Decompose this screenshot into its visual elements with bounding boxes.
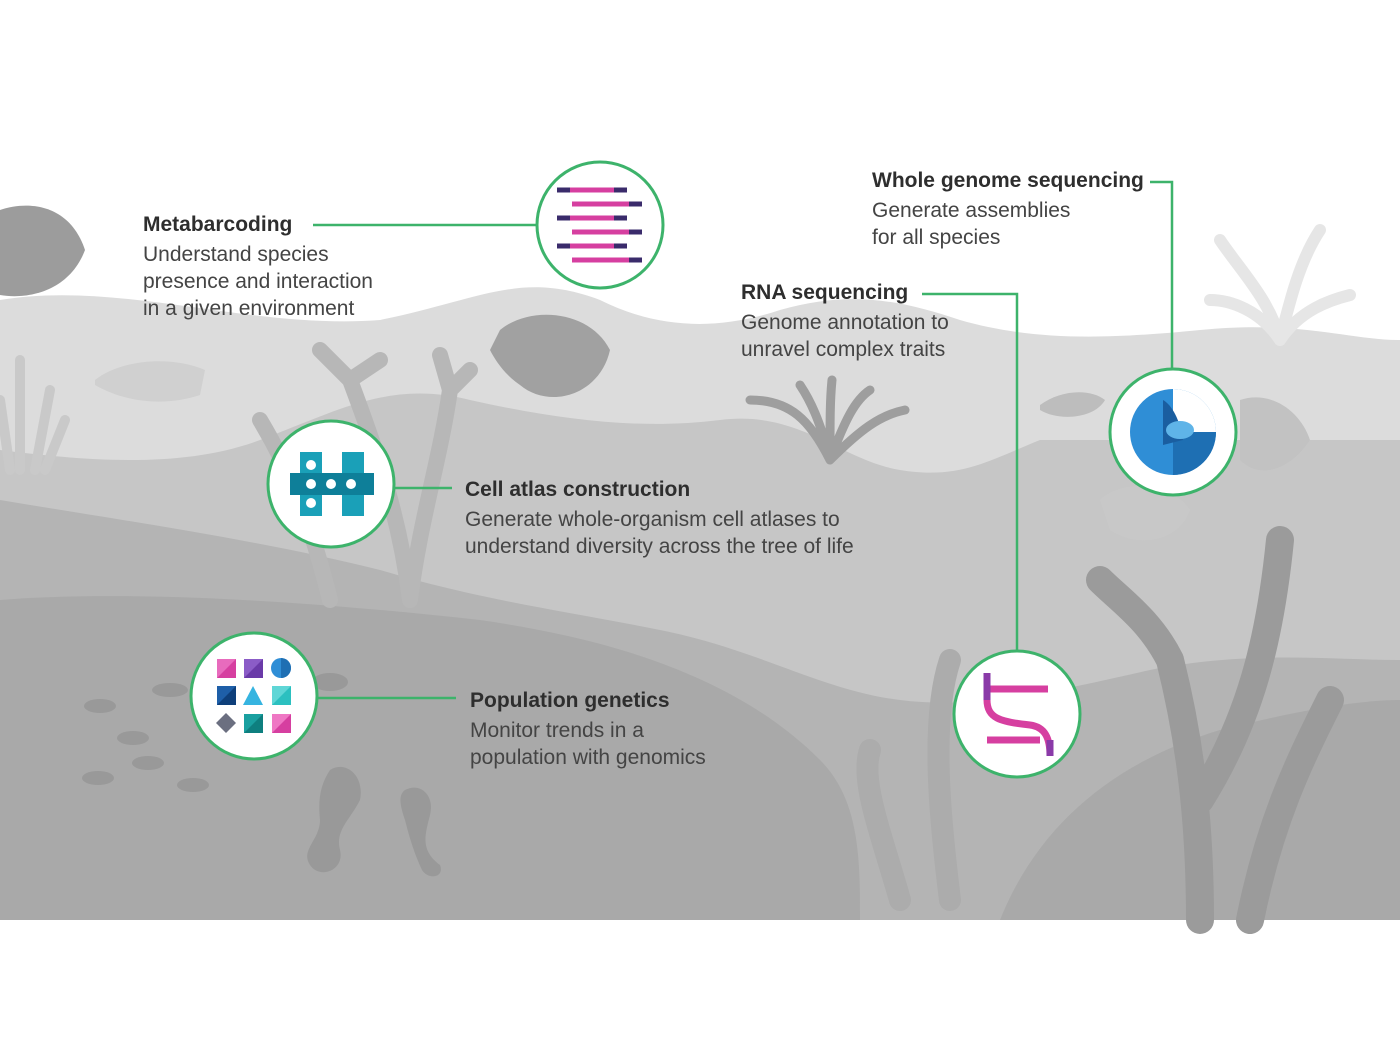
fish-large-left — [0, 205, 85, 297]
coral-fan-top-right — [1204, 224, 1356, 346]
rna-title: RNA sequencing — [741, 281, 909, 304]
fish-silhouettes — [0, 205, 1310, 541]
fish-small-right — [1040, 392, 1105, 417]
cell-atlas-icon-circle — [266, 419, 396, 549]
connector-whole-genome — [1150, 180, 1174, 370]
population-desc-line-1: Monitor trends in a — [470, 719, 644, 742]
cell-atlas-desc-line-2: understand diversity across the tree of … — [465, 535, 854, 558]
icon-circle-bg — [952, 649, 1082, 779]
seahorse-right — [400, 787, 441, 877]
school-fish — [82, 771, 114, 785]
population-icon-circle — [189, 631, 319, 761]
icon-circle-bg — [535, 160, 665, 290]
school-fish — [84, 699, 116, 713]
fish-faded-left — [95, 361, 205, 402]
coral-fan-center — [745, 375, 910, 465]
fish-goldfish — [1100, 486, 1190, 541]
rna-strand-icon — [983, 673, 1054, 757]
whole-genome-title: Whole genome sequencing — [872, 169, 1144, 192]
fish-school — [82, 673, 348, 792]
whole-genome-desc-line-1: Generate assemblies — [872, 199, 1071, 222]
corals — [0, 224, 1356, 934]
rna-desc-line-1: Genome annotation to — [741, 311, 949, 334]
fish-angular-right — [1240, 397, 1310, 471]
coral-tree-right — [1086, 526, 1344, 934]
genome-sphere-icon — [1130, 389, 1216, 475]
population-desc-line-2: population with genomics — [470, 746, 706, 769]
whole-genome-desc-line-2: for all species — [872, 226, 1001, 249]
whole-genome-label: Whole genome sequencing Generate assembl… — [872, 169, 1144, 251]
rna-desc-line-2: unravel complex traits — [741, 338, 946, 361]
school-fish — [177, 778, 209, 792]
metabarcoding-desc-line-2: presence and interaction — [143, 270, 373, 293]
sponge-right — [856, 649, 961, 911]
whole-genome-icon-circle — [1108, 367, 1238, 497]
school-fish — [117, 731, 149, 745]
cell-atlas-label: Cell atlas construction Generate whole-o… — [465, 478, 854, 560]
school-fish — [132, 756, 164, 770]
school-fish — [312, 673, 348, 691]
rna-icon-circle — [952, 649, 1082, 779]
coral-left-faded — [0, 355, 70, 475]
cell-atlas-icon — [290, 452, 374, 516]
metabarcoding-label: Metabarcoding Understand species presenc… — [143, 213, 373, 322]
fish-tang — [490, 314, 610, 398]
rna-label: RNA sequencing Genome annotation to unra… — [741, 281, 949, 363]
population-title: Population genetics — [470, 689, 670, 712]
metabarcoding-icon-circle — [535, 160, 665, 290]
seahorse-left — [307, 766, 361, 873]
metabarcoding-desc-line-3: in a given environment — [143, 297, 355, 320]
metabarcoding-title: Metabarcoding — [143, 213, 293, 236]
connector-rna — [922, 292, 1019, 651]
dna-barcode-icon — [557, 187, 642, 263]
cell-atlas-desc-line-1: Generate whole-organism cell atlases to — [465, 508, 840, 531]
metabarcoding-desc-line-1: Understand species — [143, 243, 329, 266]
population-grid-icon — [216, 658, 291, 733]
seahorses — [307, 766, 441, 877]
school-fish — [152, 683, 188, 697]
cell-atlas-title: Cell atlas construction — [465, 478, 691, 501]
population-label: Population genetics Monitor trends in a … — [470, 689, 706, 771]
connectors — [313, 180, 1174, 700]
